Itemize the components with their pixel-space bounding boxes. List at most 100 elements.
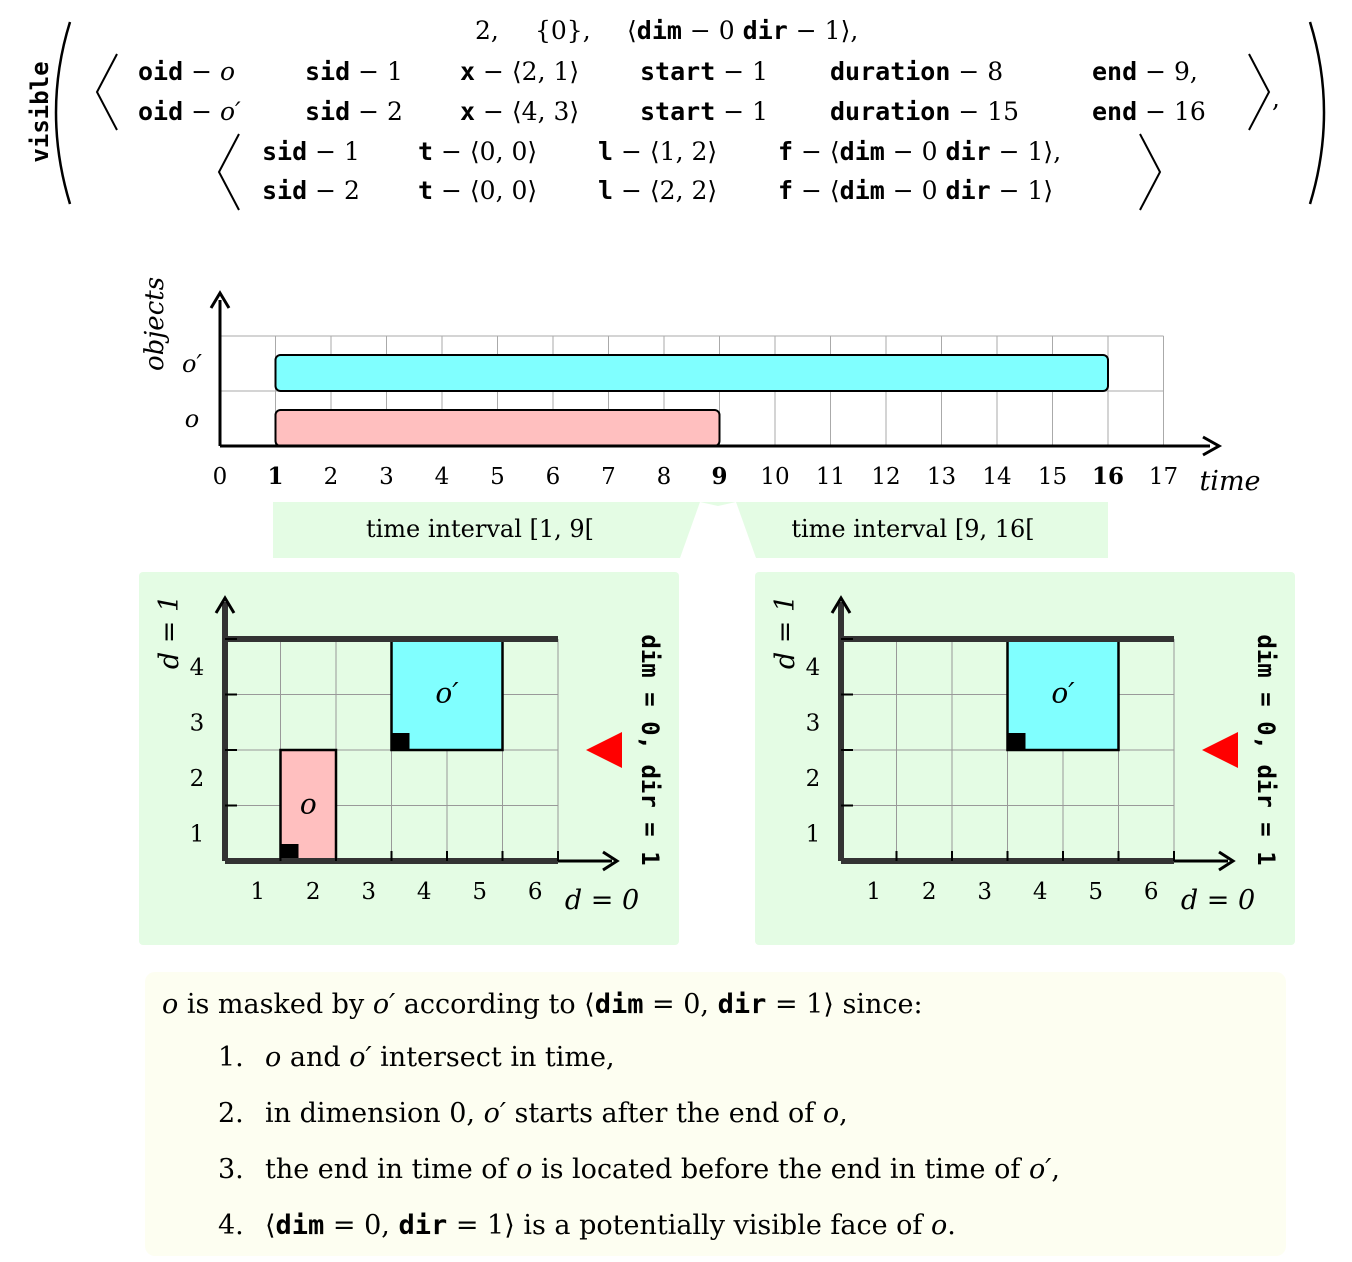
panel-x-tick-label: 5	[1088, 879, 1103, 905]
y-axis-arrow-icon	[830, 595, 852, 614]
explanation-item-part: o	[822, 1098, 840, 1129]
face-direction-label: dim = 0, dir = 1	[1252, 634, 1280, 865]
timeline-tick-label: 16	[1092, 463, 1124, 490]
timeline-tick-label: 8	[657, 464, 672, 490]
explanation-item: the end in time of o is located before t…	[265, 1156, 1060, 1183]
explanation-item-part: ⟨	[265, 1210, 276, 1241]
x-axis-arrow-icon	[602, 850, 620, 872]
right-paren	[1308, 21, 1326, 205]
object-box-label: o′	[435, 677, 459, 710]
panel-y-tick-label: 2	[806, 766, 821, 792]
object-box-label: o′	[1051, 677, 1075, 710]
explanation-item-part: = 1⟩ is a potentially visible face of	[447, 1210, 931, 1241]
left-paren	[54, 21, 72, 205]
explanation-item-part: o	[265, 1042, 282, 1073]
origin-marker	[391, 733, 410, 750]
left-angle-objects	[95, 53, 118, 131]
explanation-item-part: = 0,	[324, 1210, 399, 1241]
right-angle-shapes	[1139, 133, 1162, 211]
object-box	[279, 748, 338, 863]
panel-y-axis-label: d = 1	[770, 595, 801, 669]
direction-arrow-icon	[586, 732, 622, 768]
timeline-tick-label: 2	[324, 464, 339, 490]
explanation-item-number: 3.	[218, 1154, 244, 1185]
timeline-tick-label: 5	[490, 464, 505, 490]
panel-x-tick-label: 4	[417, 879, 432, 905]
object-box	[390, 637, 504, 752]
timeline-tick-label: 3	[379, 464, 394, 490]
timeline-tick-label: 4	[435, 464, 450, 490]
explanation-intro: o is masked by o′ according to ⟨dim = 0,…	[162, 989, 923, 1020]
panel-x-tick-label: 1	[866, 879, 881, 905]
header-face: ⟨dim − 0 dir − 1⟩,	[627, 16, 859, 45]
explanation-item-number: 1.	[218, 1042, 244, 1073]
explanation-item-part: in dimension 0,	[265, 1098, 484, 1129]
panel-y-tick-label: 3	[806, 710, 821, 736]
explanation-item-part: o	[516, 1154, 533, 1185]
explanation-item-part: .	[947, 1210, 956, 1241]
time-interval-label: time interval [9, 16[	[791, 515, 1034, 543]
left-angle-shapes	[217, 133, 240, 211]
face-direction-label: dim = 0, dir = 1	[636, 634, 664, 865]
panel-y-tick-label: 1	[190, 821, 205, 847]
timeline-bar	[274, 354, 1109, 392]
explanation-item-part: o	[931, 1210, 948, 1241]
timeline-tick-label: 0	[213, 464, 228, 490]
timeline-y-label: objects	[140, 277, 170, 371]
interval-notch-top	[700, 502, 736, 506]
timeline-tick-label: 6	[546, 464, 561, 490]
explanation-item-part: o′	[1028, 1154, 1052, 1185]
panel-x-tick-label: 6	[1144, 879, 1159, 905]
timeline-tick-label: 7	[601, 464, 616, 490]
timeline-tick-label: 11	[816, 464, 845, 490]
x-axis-arrow-icon	[1218, 850, 1236, 872]
y-axis-arrow-icon	[209, 290, 231, 309]
panel-x-tick-label: 2	[922, 879, 937, 905]
timeline-tick-label: 15	[1038, 464, 1067, 490]
timeline-tick-label: 1	[267, 463, 283, 490]
timeline-tick-label: 13	[927, 464, 956, 490]
panel-x-tick-label: 5	[472, 879, 487, 905]
timeline-tick-label: 17	[1149, 464, 1178, 490]
explanation-box	[145, 972, 1286, 1256]
panel-background	[139, 572, 679, 945]
panel-y-tick-label: 4	[806, 655, 821, 681]
object-box-label: o	[300, 788, 317, 821]
right-angle-objects	[1248, 53, 1271, 131]
header-k: 2,	[475, 16, 499, 45]
explanation-item-part: and	[281, 1042, 350, 1073]
explanation-item-part: o′	[483, 1098, 506, 1129]
origin-marker	[1007, 733, 1026, 750]
panel-y-tick-label: 3	[190, 710, 205, 736]
explanation-item: o and o′ intersect in time,	[265, 1044, 615, 1071]
explanation-item-part: dir	[398, 1210, 448, 1241]
explanation-item: in dimension 0, o′ starts after the end …	[265, 1100, 848, 1127]
timeline-tick-label: 9	[711, 463, 727, 490]
trailing-comma: ,	[1272, 84, 1280, 113]
explanation-item-part: ,	[1051, 1154, 1060, 1185]
explanation-item-part: o′	[349, 1042, 372, 1073]
header-dims: {0},	[535, 16, 591, 45]
explanation-item-part: the end in time of	[265, 1154, 517, 1185]
panel-x-axis-label: d = 0	[565, 885, 639, 916]
origin-marker	[280, 844, 299, 861]
explanation-item-number: 4.	[218, 1210, 244, 1241]
time-interval-label: time interval [1, 9[	[366, 515, 594, 543]
timeline-tick-label: 12	[871, 464, 900, 490]
x-axis-arrow-icon	[1202, 435, 1223, 457]
panel-y-axis-label: d = 1	[154, 595, 185, 669]
direction-arrow-icon	[1202, 732, 1238, 768]
panel-y-tick-label: 2	[190, 766, 205, 792]
panel-x-axis-label: d = 0	[1181, 885, 1255, 916]
panel-x-tick-label: 6	[528, 879, 543, 905]
panel-background	[755, 572, 1295, 945]
panel-x-tick-label: 2	[306, 879, 321, 905]
panel-x-tick-label: 3	[361, 879, 376, 905]
panel-y-tick-label: 4	[190, 655, 205, 681]
timeline-tick-label: 10	[760, 464, 789, 490]
panel-x-tick-label: 3	[977, 879, 992, 905]
explanation-item-part: ,	[839, 1098, 848, 1129]
explanation-item-part: intersect in time,	[371, 1042, 615, 1073]
panel-x-tick-label: 1	[250, 879, 265, 905]
